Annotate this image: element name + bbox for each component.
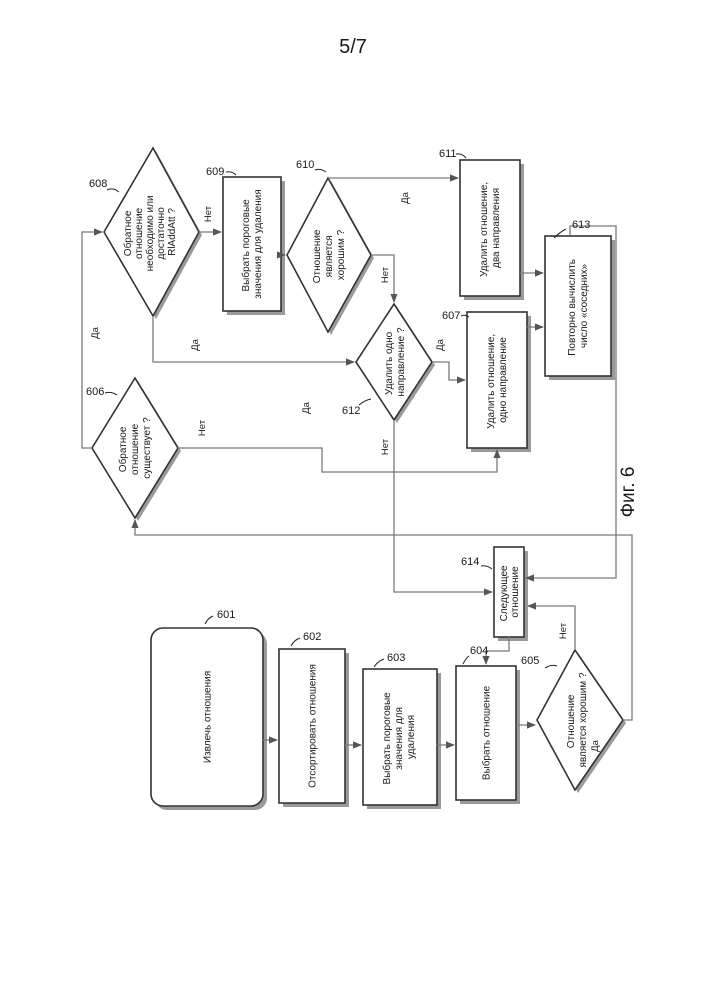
- ref-601: 601: [217, 609, 235, 621]
- label-606-yes: Да: [90, 326, 101, 338]
- label-606-no: Нет: [197, 419, 208, 436]
- block-614-next-relation: Следующее отношение: [494, 547, 528, 641]
- figure-caption: Фиг. 6: [618, 467, 639, 518]
- ref-614: 614: [461, 556, 479, 568]
- label-610-no: Нет: [380, 266, 391, 283]
- edge-606-no-607: [178, 448, 497, 472]
- edge-612-yes-607: [432, 362, 465, 380]
- block-613-label: Повторно вычислить число «соседних»: [567, 256, 590, 356]
- ref-610: 610: [296, 159, 314, 171]
- decision-605-relation-good: Отношение является хорошим ?: [537, 650, 626, 793]
- block-601-extract-relations: Извлечь отношения: [151, 628, 267, 810]
- ref-603: 603: [387, 652, 405, 664]
- decision-612-label: Удалить одно направление ?: [384, 327, 407, 397]
- ref-606: 606: [86, 386, 104, 398]
- decision-610-relation-good: Отношение является хорошим ?: [287, 178, 374, 335]
- label-612-no: Нет: [380, 438, 391, 455]
- block-601-label: Извлечь отношения: [203, 671, 214, 763]
- block-607-remove-one-direction: Удалить отношение, одно направление: [467, 312, 531, 452]
- label-605-no: Нет: [558, 622, 569, 639]
- label-612-yes-2: Да: [301, 401, 312, 413]
- label-610-yes: Да: [400, 191, 411, 203]
- block-602-label: Отсортировать отношения: [308, 664, 319, 788]
- edge-614-604: [486, 637, 509, 664]
- decision-612-remove-one-direction: Удалить одно направление ?: [356, 304, 435, 423]
- ref-609: 609: [206, 166, 224, 178]
- ref-611: 611: [439, 148, 457, 160]
- block-604-select-relation: Выбрать отношение: [456, 666, 520, 804]
- block-611-label: Удалить отношение, два направления: [479, 179, 502, 277]
- label-605-yes: Да: [590, 739, 601, 751]
- block-603-select-thresholds: Выбрать пороговые значения для удаления: [363, 669, 441, 809]
- label-612-yes: Да: [435, 338, 446, 350]
- decision-606-inverse-exists: Обратное отношение существует ?: [92, 378, 181, 521]
- block-604-label: Выбрать отношение: [481, 685, 493, 780]
- label-608-yes: Да: [190, 338, 201, 350]
- block-609-select-thresholds: Выбрать пороговые значения для удаления: [223, 177, 285, 315]
- label-608-no: Нет: [203, 205, 214, 222]
- block-613-recompute-neighbors: Повторно вычислить число «соседних»: [545, 236, 615, 380]
- decision-610-label: Отношение является хорошим ?: [312, 227, 347, 283]
- ref-604: 604: [470, 645, 488, 657]
- ref-602: 602: [303, 631, 321, 643]
- page-number: 5/7: [339, 36, 367, 58]
- block-614-label: Следующее отношение: [499, 563, 521, 622]
- block-602-sort-relations: Отсортировать отношения: [279, 649, 349, 807]
- ref-605: 605: [521, 655, 539, 667]
- decision-608-inverse-needed: Обратное отношение необходимо или достат…: [104, 148, 202, 319]
- block-611-remove-two-directions: Удалить отношение, два направления: [460, 160, 524, 300]
- decision-606-label: Обратное отношение существует ?: [117, 417, 153, 479]
- ref-613: 613: [572, 219, 590, 231]
- ref-608: 608: [89, 178, 107, 190]
- ref-607: 607: [442, 310, 460, 322]
- block-607-label: Удалить отношение, одно направление: [486, 331, 509, 429]
- ref-612: 612: [342, 405, 360, 417]
- edge-606-yes-608: [82, 232, 102, 448]
